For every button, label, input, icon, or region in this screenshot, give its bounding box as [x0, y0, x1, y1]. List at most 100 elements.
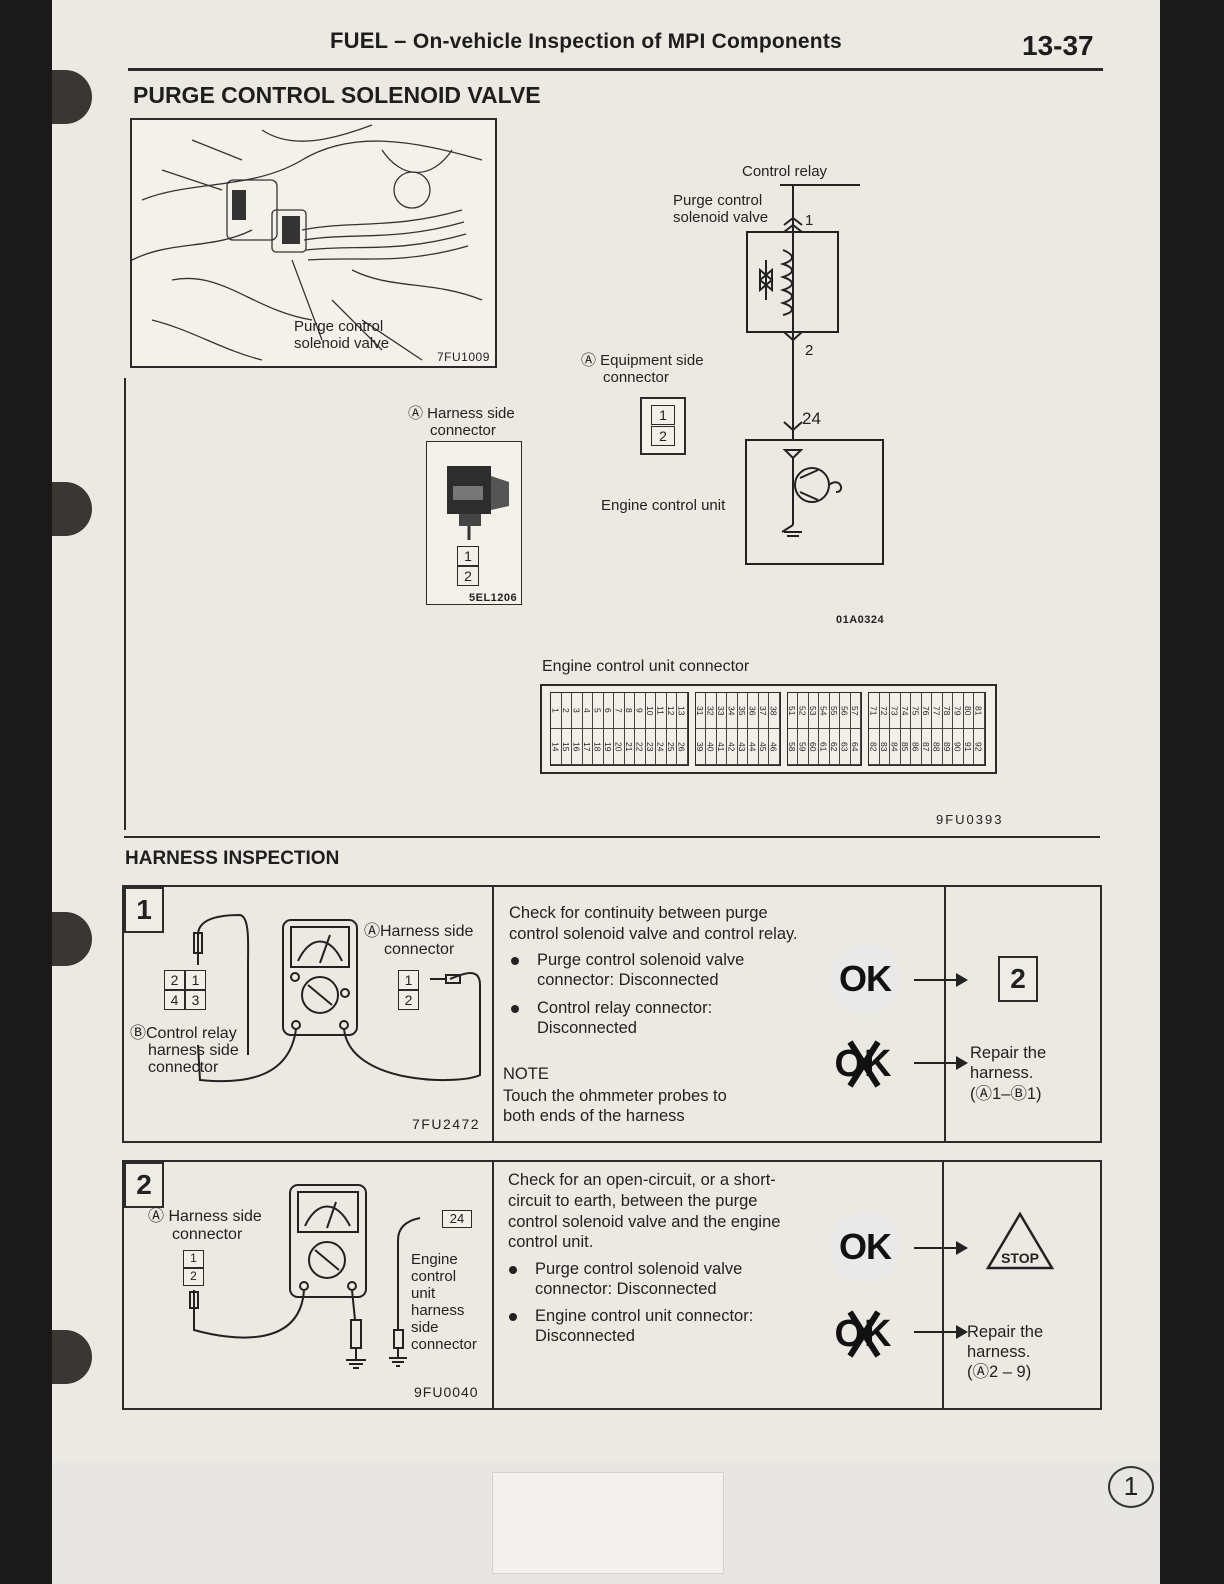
ecu-pin: 39	[695, 729, 706, 765]
ecu-pin: 41	[716, 729, 727, 765]
ecu-pin: 33	[716, 693, 727, 729]
step1-a-pin-1: 1	[398, 970, 419, 990]
relay-pin-1: 1	[185, 970, 206, 990]
step2-bullet-2-line2: Disconnected	[535, 1327, 635, 1345]
ecu-pin: 23	[645, 729, 656, 765]
header-chapter: FUEL	[330, 28, 388, 53]
step1-bullet-1-line2: connector: Disconnected	[537, 971, 719, 989]
step2-instruction-line1: Check for an open-circuit, or a short-	[508, 1171, 776, 1189]
ecu-pin: 37	[758, 693, 769, 729]
header-subtitle: On-vehicle Inspection of MPI Components	[412, 30, 842, 53]
ecu-pin: 64	[850, 729, 861, 765]
ng-cross-icon	[847, 1040, 881, 1088]
ecu-pin: 79	[953, 693, 964, 729]
ecu-pin: 89	[942, 729, 953, 765]
step1-divider-b	[944, 887, 946, 1141]
terminal-24-label: 24	[802, 409, 821, 428]
harness-pin-1: 1	[457, 546, 479, 566]
ecu-pin: 4	[582, 693, 593, 729]
ecu-pin: 60	[808, 729, 819, 765]
ecu-pin: 40	[706, 729, 717, 765]
ecu-pin: 73	[890, 693, 901, 729]
step1-ok-arrow	[914, 973, 968, 987]
step2-ecu-label-line6: connector	[411, 1336, 477, 1353]
circuit-code: 01A0324	[836, 614, 885, 626]
step2-ok-badge: OK	[830, 1212, 900, 1282]
ecu-pin: 20	[614, 729, 625, 765]
step1-a-label-line2: connector	[384, 941, 455, 958]
ecu-pin: 56	[840, 693, 851, 729]
harness-connector-label-line2: connector	[430, 422, 496, 439]
ecu-pin: 52	[798, 693, 809, 729]
stop-sign-icon	[985, 1211, 1055, 1270]
ecu-pin: 22	[635, 729, 646, 765]
ecu-pin: 9	[635, 693, 646, 729]
step1-bullet-2: Control relay connector:Disconnected	[511, 998, 712, 1038]
step1-divider-a	[492, 887, 494, 1141]
step1-ok-badge: OK	[830, 944, 900, 1014]
step-1-number: 1	[124, 887, 164, 933]
ecu-pin: 72	[879, 693, 890, 729]
step2-bullet-1-line2: connector: Disconnected	[535, 1280, 717, 1298]
ecu-pin: 6	[603, 693, 614, 729]
photo-label-line2: solenoid valve	[294, 335, 390, 352]
circuit-schematic	[745, 184, 884, 565]
harness-connector-label-line1: Ⓐ Harness side	[408, 405, 515, 422]
terminal-1-label: 1	[805, 212, 814, 229]
ecu-pin: 61	[819, 729, 830, 765]
step2-a-label-line1: Ⓐ Harness side	[148, 1208, 262, 1225]
step1-ng-arrow	[914, 1056, 968, 1070]
ecu-pin: 57	[850, 693, 861, 729]
step2-ecu-label-line4: harness	[411, 1302, 465, 1319]
step1-instruction-line2: control solenoid valve and control relay…	[509, 925, 798, 943]
equipment-connector-box: 1 2	[640, 397, 686, 455]
ecu-pin: 92	[974, 729, 985, 765]
ecu-pin: 26	[677, 729, 688, 765]
harness-pin-2: 2	[457, 566, 479, 586]
step2-ng-result-line3: (Ⓐ2 – 9)	[967, 1363, 1032, 1381]
equipment-connector-label-line2: connector	[603, 369, 669, 386]
ecu-pin: 77	[932, 693, 943, 729]
ecu-pin: 16	[572, 729, 583, 765]
relay-pin-4: 4	[164, 990, 185, 1010]
ng-cross-icon	[847, 1310, 881, 1358]
step1-note-title: NOTE	[503, 1065, 549, 1083]
ecu-pin: 2	[561, 693, 572, 729]
step2-instruction-line2: circuit to earth, between the purge	[508, 1192, 758, 1210]
step2-a-pin-1: 1	[183, 1250, 204, 1268]
inspection-step-2	[122, 1160, 1102, 1410]
step1-ng-badge: OK	[828, 1036, 898, 1092]
step2-bullet-2-line1: Engine control unit connector:	[535, 1307, 754, 1325]
stop-label: STOP	[1001, 1250, 1039, 1266]
ecu-pin: 14	[551, 729, 562, 765]
step1-ohmmeter-diagram	[193, 913, 481, 1083]
ecu-pin: 53	[808, 693, 819, 729]
ecu-pin: 76	[921, 693, 932, 729]
step-2-number: 2	[124, 1162, 164, 1208]
ecu-pin: 82	[869, 729, 880, 765]
step2-instruction-line3: control solenoid valve and the engine	[508, 1213, 781, 1231]
ecu-pin: 87	[921, 729, 932, 765]
ecu-pin: 5	[593, 693, 604, 729]
step1-bullet-2-line2: Disconnected	[537, 1019, 637, 1037]
step1-note-line2: both ends of the harness	[503, 1107, 685, 1125]
step1-ng-result-line3: (Ⓐ1–Ⓑ1)	[970, 1085, 1042, 1103]
ecu-pin: 75	[911, 693, 922, 729]
ecu-pin: 43	[737, 729, 748, 765]
ecu-pin: 1	[551, 693, 562, 729]
step2-ecu-label-line1: Engine	[411, 1251, 458, 1268]
ecu-pin: 46	[769, 729, 780, 765]
header-rule	[128, 68, 1103, 71]
step2-ohmmeter-diagram	[189, 1184, 421, 1369]
step1-bullet-1-line1: Purge control solenoid valve	[537, 951, 745, 969]
ecu-pin: 36	[748, 693, 759, 729]
ecu-connector-label: Engine control unit connector	[542, 658, 750, 675]
harness-connector-box: 1 2 5EL1206	[426, 441, 522, 605]
ecu-pin: 84	[890, 729, 901, 765]
step2-ecu-label-line5: side	[411, 1319, 439, 1336]
step1-b-label-line2: harness side	[148, 1042, 239, 1059]
step1-ng-result-line1: Repair the	[970, 1044, 1047, 1062]
step1-a-pin-2: 2	[398, 990, 419, 1010]
